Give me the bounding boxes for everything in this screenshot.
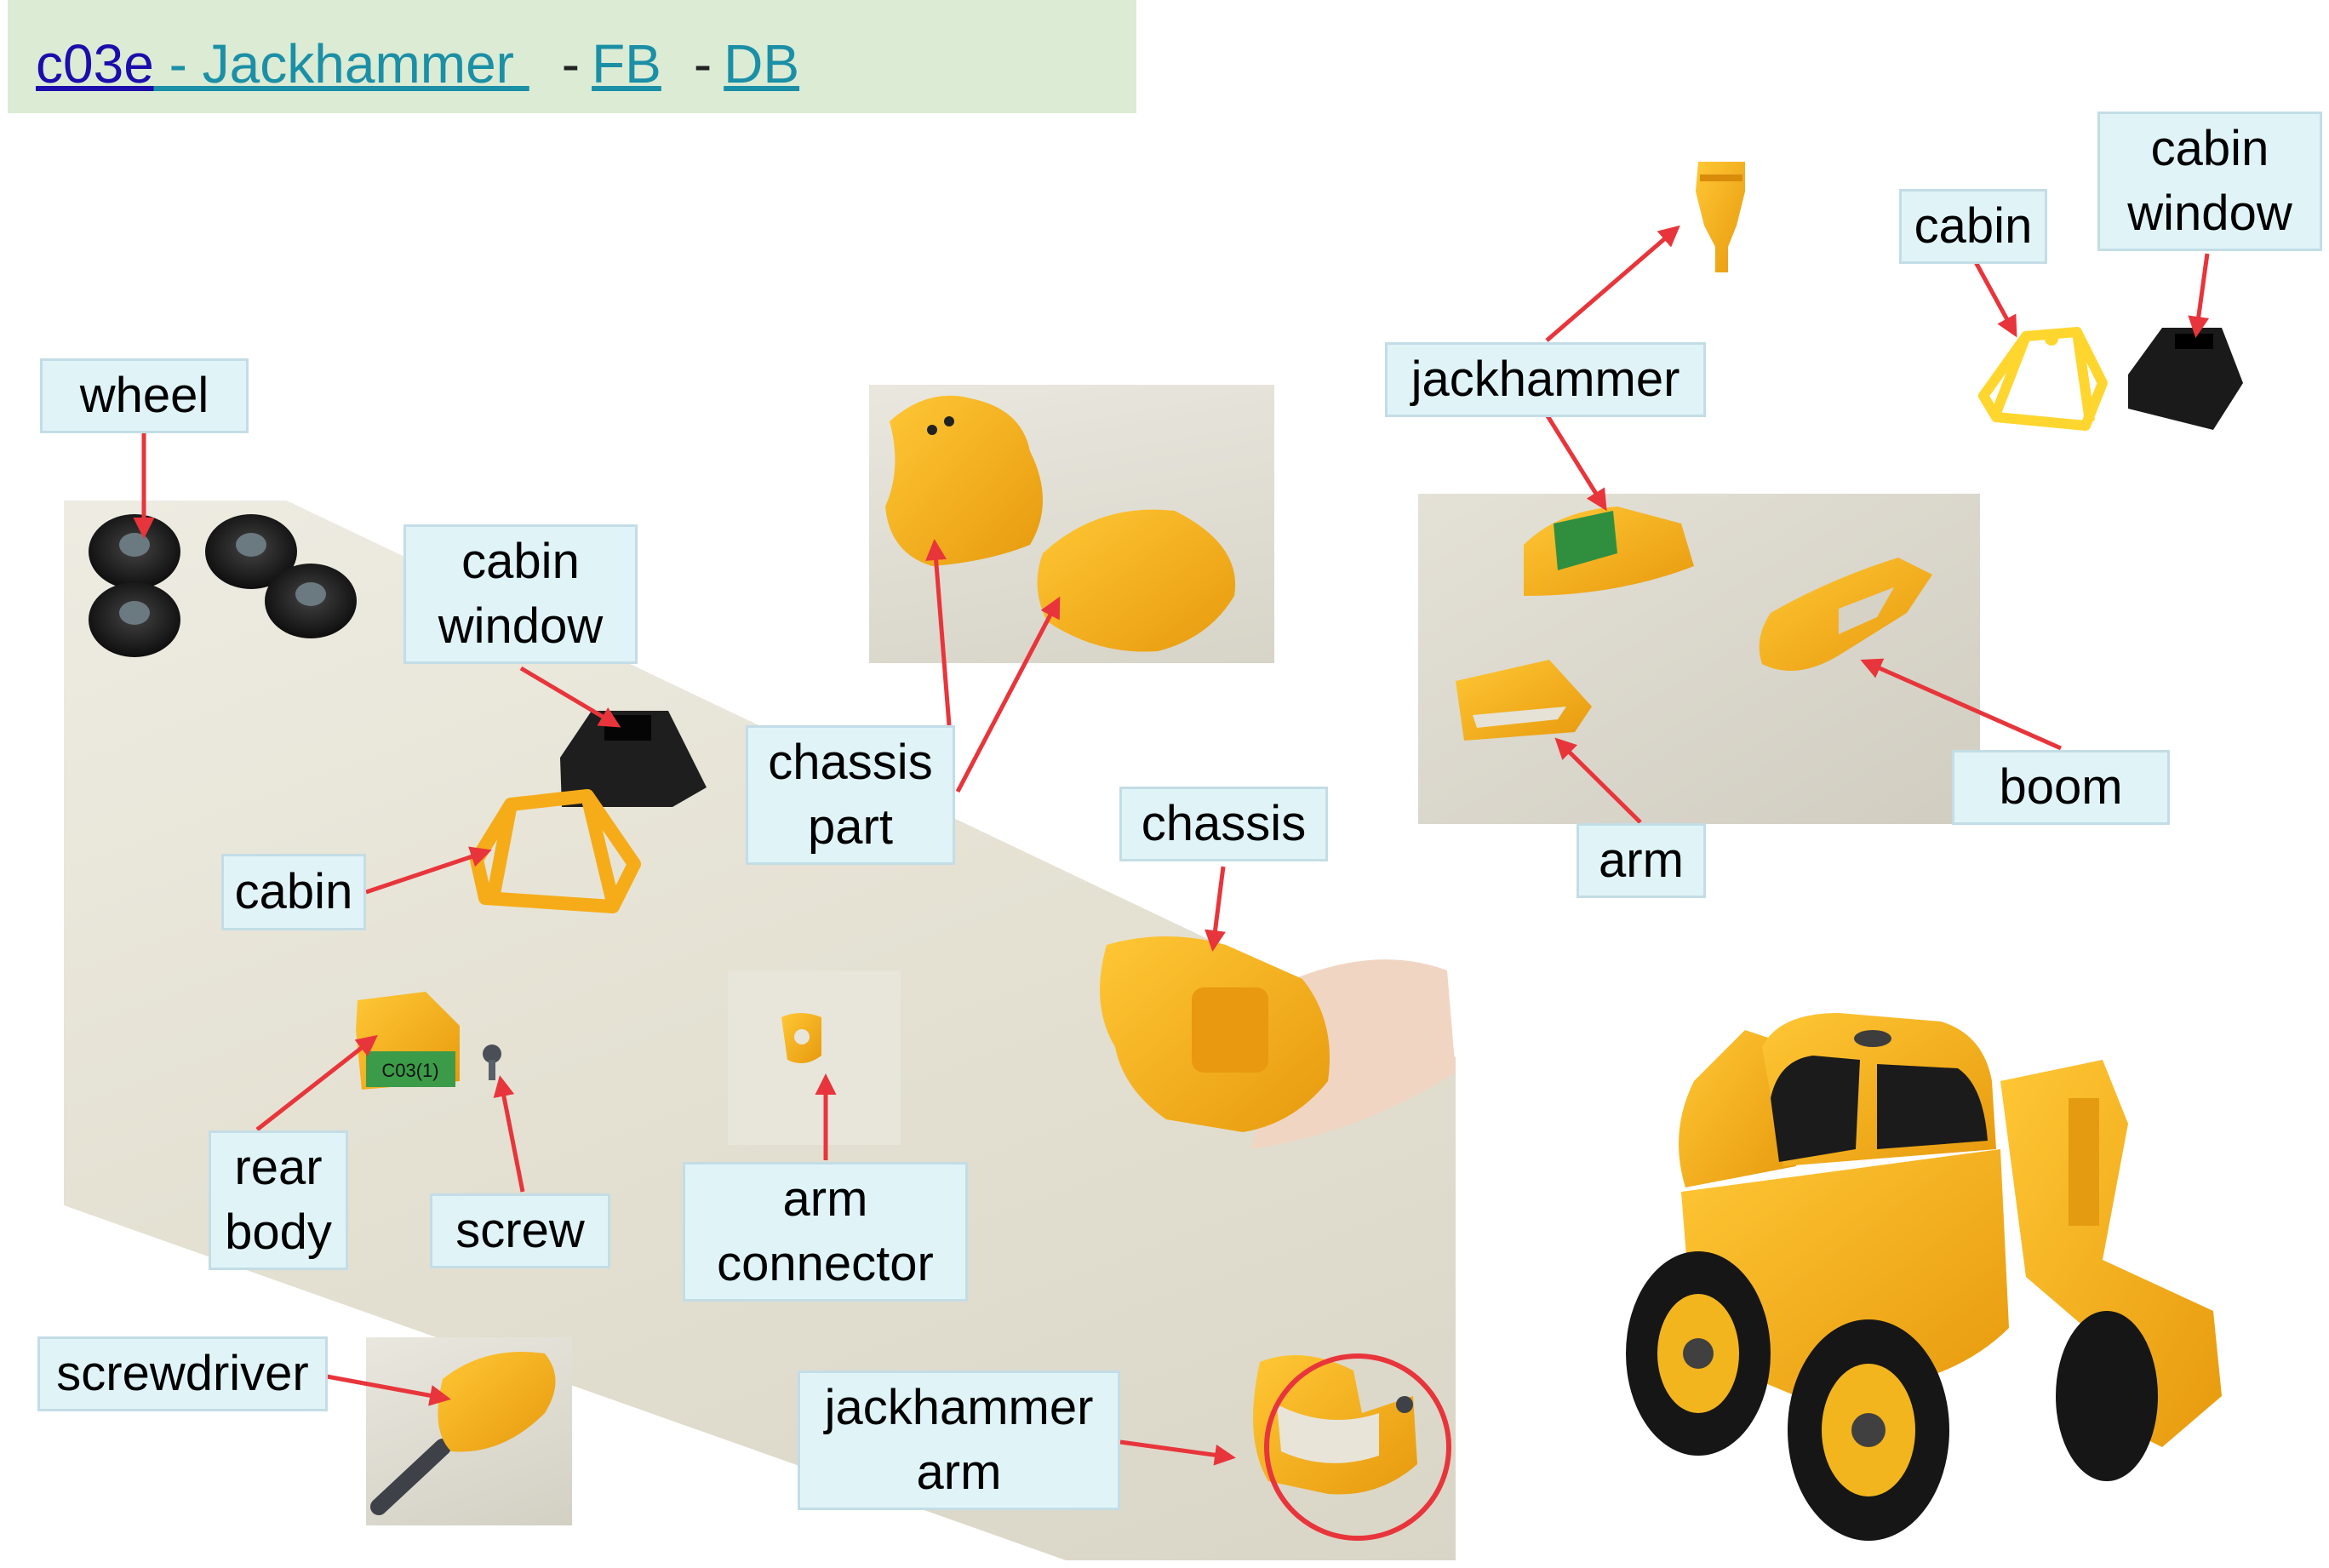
annotation-arrows [133,225,2210,1466]
boom-icon [1759,558,1932,671]
cabin-icon [470,789,641,913]
code-link[interactable]: c03e [36,33,154,94]
cabin-hole-icon [2045,332,2058,346]
jackhammer-parts-photo [1418,494,1980,824]
chassis-icon [1100,936,1456,1149]
label-arm: arm [1577,823,1706,898]
toy-wheel-icon [2056,1311,2158,1481]
header-links: c03e - Jackhammer -FB-DB [36,26,799,102]
cabin-window-icon [2128,328,2243,430]
label-cabin-right: cabin [1899,189,2047,264]
fb-link[interactable]: FB [592,33,661,94]
screw-icon [483,1044,501,1080]
chassis-part-icon [885,395,1236,652]
separator: - [693,33,712,94]
label-chassis: chassis [1119,787,1328,861]
db-link[interactable]: DB [724,33,800,94]
label-cabin-window-right: cabin window [2097,112,2322,251]
cabin-icon [1978,327,2108,431]
label-rear-body: rear body [209,1130,348,1270]
wheel-icon [89,514,357,657]
label-chassis-part: chassis part [746,725,955,865]
toy-wheel-icon [1788,1319,1949,1541]
toy-wheel-icon [1626,1251,1771,1456]
label-cabin: cabin [221,854,366,930]
title-link[interactable]: - Jackhammer [153,33,529,94]
label-jackhammer-arm: jackhammer arm [798,1371,1120,1510]
cabin-window-icon [560,711,707,807]
label-screw: screw [430,1193,610,1268]
jackhammer-arm-icon [1253,1353,1451,1541]
arm-part-icon [1456,660,1592,741]
jackhammer-part-icon [1524,506,1694,596]
label-arm-connector: arm connector [683,1162,968,1302]
assembled-toy-icon [1626,1013,2222,1541]
label-cabin-window: cabin window [403,524,638,664]
label-boom: boom [1952,750,2170,825]
screwdriver-icon [370,1352,556,1515]
rear-body-icon: C03(1) [356,992,460,1090]
jackhammer-icon [1696,162,1745,272]
label-jackhammer: jackhammer [1385,342,1706,417]
label-wheel: wheel [40,358,249,433]
label-screwdriver: screwdriver [37,1336,328,1411]
header-bar: c03e - Jackhammer -FB-DB [8,0,1136,113]
separator: - [561,33,581,94]
rear-body-sticker: C03(1) [381,1060,438,1081]
arm-connector-icon [781,1013,821,1063]
